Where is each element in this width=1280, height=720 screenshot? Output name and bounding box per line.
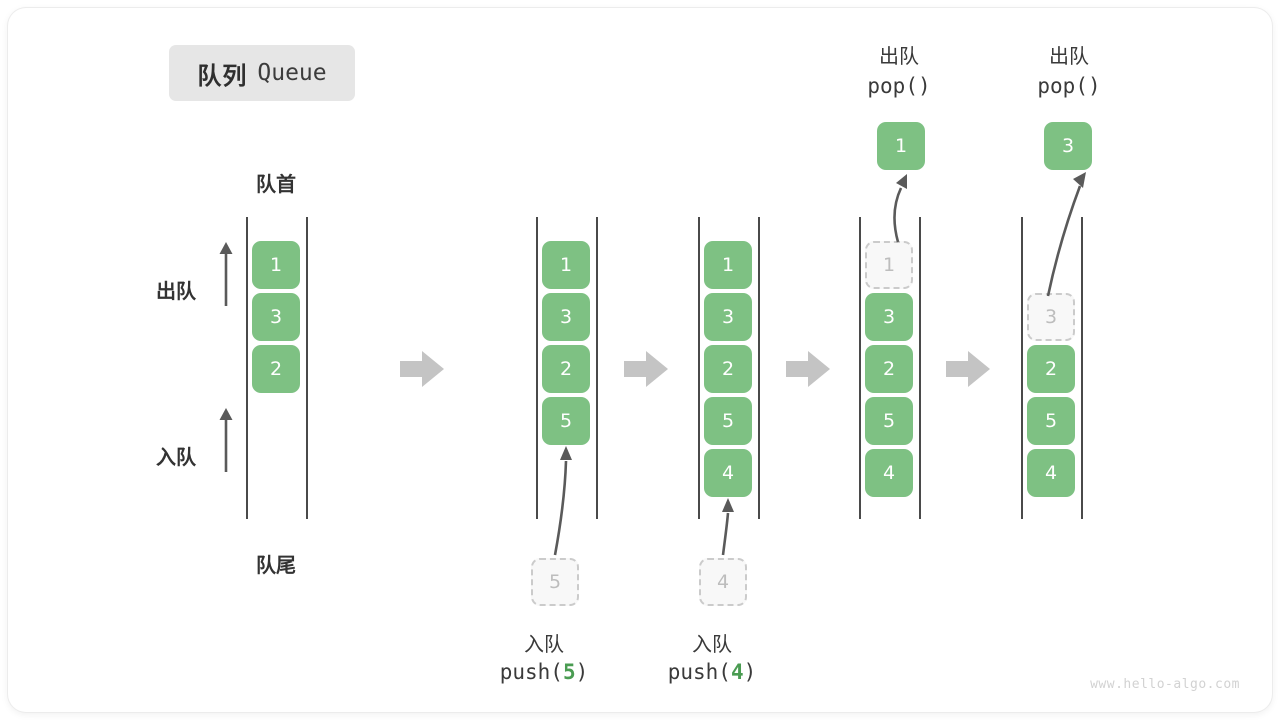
push-arrow xyxy=(553,446,572,556)
diagram-title-cn: 队列 xyxy=(197,61,248,90)
caption-push-number: 4 xyxy=(730,660,744,684)
queue-cell: 4 xyxy=(865,449,913,497)
step-arrow-icon xyxy=(946,351,990,387)
caption-push-code: push(5) xyxy=(486,660,602,684)
rail-left-col1 xyxy=(246,217,248,519)
caption-enqueue-cn: 入队 xyxy=(524,632,564,656)
queue-cell: 3 xyxy=(252,293,300,341)
pop-arrow xyxy=(893,174,907,243)
caption-push-number: 5 xyxy=(562,660,576,684)
popped-cell: 1 xyxy=(877,122,925,170)
queue-cell: 2 xyxy=(542,345,590,393)
rail-right-col3 xyxy=(758,217,760,519)
queue-cell: 1 xyxy=(704,241,752,289)
label-rear: 队尾 xyxy=(256,553,296,577)
diagram-title-en: Queue xyxy=(257,60,327,86)
caption-pop-code: pop() xyxy=(1037,74,1101,98)
queue-cell: 5 xyxy=(1027,397,1075,445)
ghost-cell: 4 xyxy=(699,558,747,606)
step-arrow-icon xyxy=(400,351,444,387)
queue-cell: 5 xyxy=(865,397,913,445)
caption-enqueue-cn: 入队 xyxy=(692,632,732,656)
caption-push-prefix: push( xyxy=(667,660,731,684)
queue-cell: 3 xyxy=(704,293,752,341)
ghost-cell: 5 xyxy=(531,558,579,606)
rail-right-col5 xyxy=(1081,217,1083,519)
queue-cell: 2 xyxy=(1027,345,1075,393)
ghost-cell: 1 xyxy=(865,241,913,289)
step-arrow-icon xyxy=(624,351,668,387)
queue-cell: 2 xyxy=(865,345,913,393)
queue-cell-new: 5 xyxy=(542,397,590,445)
caption-dequeue-cn: 出队 xyxy=(1049,44,1089,68)
rail-left-col2 xyxy=(536,217,538,519)
rail-right-col4 xyxy=(919,217,921,519)
step-arrow-icon xyxy=(786,351,830,387)
rail-left-col4 xyxy=(859,217,861,519)
caption-push-suffix: ) xyxy=(575,660,589,684)
label-front: 队首 xyxy=(256,172,296,196)
rail-right-col2 xyxy=(596,217,598,519)
rail-left-col3 xyxy=(698,217,700,519)
watermark: www.hello-algo.com xyxy=(1090,677,1240,692)
queue-cell: 2 xyxy=(704,345,752,393)
label-dequeue: 出队 xyxy=(156,279,196,303)
queue-cell: 4 xyxy=(1027,449,1075,497)
rail-left-col5 xyxy=(1021,217,1023,519)
diagram-canvas: 队列 Queue 队首 1 3 2 队尾 出队 入队 1 3 2 5 5 入队 … xyxy=(8,8,1272,712)
queue-cell: 1 xyxy=(542,241,590,289)
ghost-cell: 3 xyxy=(1027,293,1075,341)
diagram-title-badge: 队列 Queue xyxy=(169,45,355,101)
popped-cell: 3 xyxy=(1044,122,1092,170)
queue-cell: 5 xyxy=(704,397,752,445)
caption-push-prefix: push( xyxy=(499,660,563,684)
queue-cell: 1 xyxy=(252,241,300,289)
queue-cell: 3 xyxy=(542,293,590,341)
caption-dequeue-cn: 出队 xyxy=(879,44,919,68)
caption-push-suffix: ) xyxy=(743,660,757,684)
queue-cell: 3 xyxy=(865,293,913,341)
caption-pop-code: pop() xyxy=(867,74,931,98)
queue-cell: 2 xyxy=(252,345,300,393)
push-arrow xyxy=(721,498,734,556)
label-enqueue: 入队 xyxy=(156,445,196,469)
caption-push-code: push(4) xyxy=(654,660,770,684)
dequeue-direction-arrow xyxy=(219,242,233,306)
rail-right-col1 xyxy=(306,217,308,519)
queue-cell-new: 4 xyxy=(704,449,752,497)
pop-arrow xyxy=(1046,172,1086,297)
enqueue-direction-arrow xyxy=(219,408,233,472)
